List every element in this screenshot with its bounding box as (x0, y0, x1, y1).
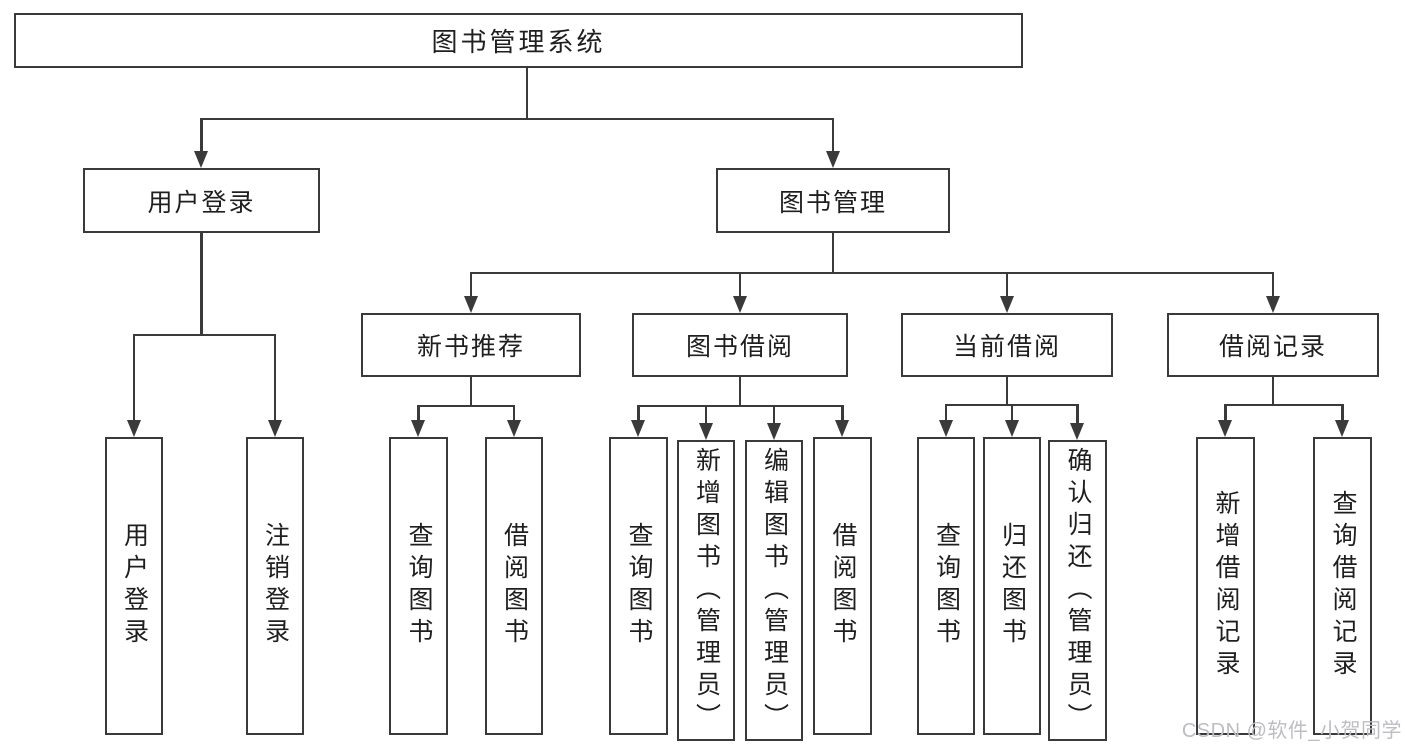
connector-line (704, 406, 708, 425)
box-label-add-borrow-record: 新增借阅记录 (1212, 490, 1240, 682)
box-label-query-borrow-record: 查询借阅记录 (1329, 490, 1357, 682)
box-add-borrow-record: 新增借阅记录 (1196, 437, 1255, 735)
box-label-root: 图书管理系统 (431, 27, 606, 57)
arrow-down-icon (766, 423, 781, 440)
connector-line (200, 117, 835, 121)
connector-line (1224, 405, 1227, 422)
connector-line (469, 377, 473, 408)
connector-line (273, 335, 277, 422)
box-user-login: 用户登录 (83, 168, 320, 233)
arrow-down-icon (835, 420, 849, 437)
connector-line (132, 333, 277, 337)
connector-line (417, 404, 516, 408)
connector-line (469, 271, 1275, 275)
connector-line (200, 233, 203, 337)
connector-line (469, 273, 473, 298)
connector-line (132, 335, 136, 422)
box-query-book-2: 查询图书 (609, 437, 668, 735)
box-current-borrow: 当前借阅 (901, 313, 1113, 377)
box-root: 图书管理系统 (14, 13, 1023, 68)
connector-line (200, 119, 203, 153)
connector-line (1341, 405, 1344, 422)
box-borrow-book-1: 借阅图书 (485, 437, 543, 735)
arrow-down-icon (1004, 420, 1019, 437)
box-query-borrow-record: 查询借阅记录 (1313, 437, 1372, 735)
connector-line (637, 406, 640, 422)
box-new-book-rec: 新书推荐 (361, 313, 581, 377)
box-query-book-3: 查询图书 (917, 437, 975, 735)
box-borrow-book-2: 借阅图书 (813, 437, 872, 735)
box-label-current-borrow: 当前借阅 (952, 333, 1061, 361)
arrow-down-icon (1265, 296, 1280, 313)
connector-line (637, 404, 844, 408)
connector-line (944, 405, 948, 422)
box-label-confirm-return-admin: 确认归还（管理员） (1064, 446, 1092, 735)
box-confirm-return-admin: 确认归还（管理员） (1048, 440, 1107, 741)
box-label-add-book-admin: 新增图书（管理员） (692, 446, 721, 735)
arrow-down-icon (698, 423, 713, 440)
box-label-query-book-3: 查询图书 (932, 522, 961, 650)
arrow-down-icon (267, 420, 282, 437)
arrow-down-icon (631, 420, 645, 437)
arrow-down-icon (506, 420, 521, 437)
connector-line (738, 377, 742, 408)
box-label-borrow-book-2: 借阅图书 (829, 522, 857, 650)
box-label-new-book-rec: 新书推荐 (416, 333, 525, 361)
arrow-down-icon (1070, 423, 1084, 440)
arrow-down-icon (732, 296, 747, 313)
csdn-watermark: CSDN @软件_小贺同学 (1181, 720, 1402, 742)
box-add-book-admin: 新增图书（管理员） (677, 440, 735, 741)
connector-line (512, 406, 516, 422)
connector-line (1010, 405, 1014, 422)
arrow-down-icon (1218, 420, 1232, 437)
box-label-user-login: 用户登录 (147, 188, 256, 217)
connector-line (831, 119, 835, 153)
box-user-login-leaf: 用户登录 (105, 437, 163, 735)
box-label-user-login-leaf: 用户登录 (120, 522, 149, 650)
box-label-edit-book-admin: 编辑图书（管理员） (760, 446, 789, 735)
box-label-book-mgmt: 图书管理 (778, 188, 887, 217)
box-book-mgmt: 图书管理 (716, 168, 950, 233)
connector-line (1005, 273, 1009, 298)
box-edit-book-admin: 编辑图书（管理员） (745, 440, 803, 741)
box-label-return-book: 归还图书 (998, 522, 1027, 650)
arrow-down-icon (411, 420, 425, 437)
box-return-book: 归还图书 (983, 437, 1041, 735)
arrow-down-icon (938, 420, 953, 437)
connector-line (525, 68, 529, 121)
arrow-down-icon (463, 296, 478, 313)
connector-line (1005, 377, 1009, 407)
box-label-borrow-records: 借阅记录 (1218, 333, 1327, 361)
connector-line (1076, 405, 1079, 425)
connector-line (1271, 273, 1275, 298)
box-label-borrow-book-1: 借阅图书 (500, 522, 529, 650)
box-label-logout-leaf: 注销登录 (261, 522, 290, 650)
box-label-query-book-2: 查询图书 (625, 522, 653, 650)
arrow-down-icon (194, 151, 208, 168)
arrow-down-icon (999, 296, 1014, 313)
box-logout-leaf: 注销登录 (246, 437, 304, 735)
connector-line (841, 406, 844, 422)
box-book-borrow: 图书借阅 (632, 313, 848, 377)
arrow-down-icon (825, 151, 840, 168)
connector-line (831, 233, 835, 275)
box-label-book-borrow: 图书借阅 (685, 333, 794, 361)
arrow-down-icon (126, 420, 141, 437)
connector-line (1271, 377, 1275, 407)
connector-line (738, 273, 742, 298)
box-label-query-book-1: 查询图书 (405, 522, 433, 650)
connector-line (1224, 403, 1344, 407)
connector-line (417, 406, 420, 422)
connector-line (772, 406, 776, 425)
box-query-book-1: 查询图书 (389, 437, 448, 735)
arrow-down-icon (1335, 420, 1349, 437)
box-borrow-records: 借阅记录 (1167, 313, 1379, 377)
